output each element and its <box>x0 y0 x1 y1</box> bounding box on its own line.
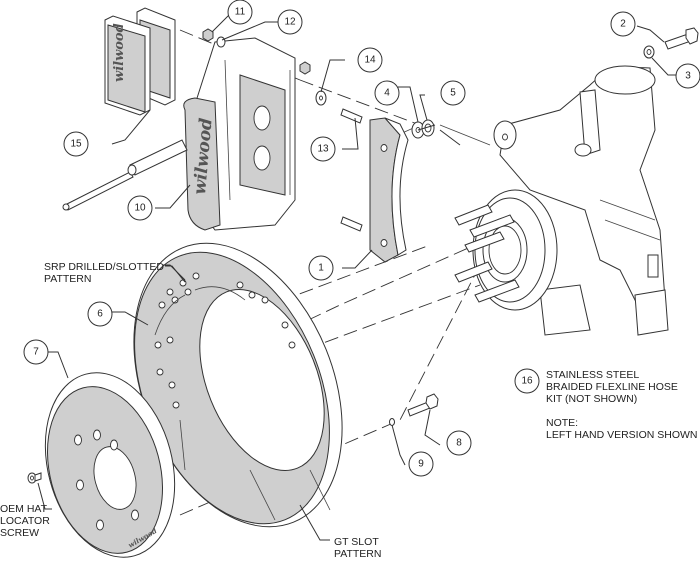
svg-text:SRP DRILLED/SLOTTED: SRP DRILLED/SLOTTED <box>44 261 164 273</box>
callout-8: 8 <box>446 430 472 456</box>
svg-text:7: 7 <box>33 347 39 358</box>
svg-text:11: 11 <box>235 7 246 18</box>
svg-text:9: 9 <box>418 459 424 470</box>
callout-3: 3 <box>675 63 700 89</box>
svg-text:PATTERN: PATTERN <box>44 273 91 285</box>
label-note: NOTE: LEFT HAND VERSION SHOWN <box>546 417 698 441</box>
svg-text:5: 5 <box>450 88 456 99</box>
svg-text:STAINLESS STEEL: STAINLESS STEEL <box>546 369 639 381</box>
srp-leader <box>165 265 186 283</box>
svg-text:OEM HAT: OEM HAT <box>0 503 48 515</box>
svg-text:6: 6 <box>97 309 103 320</box>
brake-pads: wilwood <box>104 7 176 116</box>
label-srp-pattern: SRP DRILLED/SLOTTED PATTERN <box>44 261 164 285</box>
svg-text:LEFT HAND VERSION SHOWN: LEFT HAND VERSION SHOWN <box>546 429 698 441</box>
svg-text:4: 4 <box>384 88 390 99</box>
caliper-bracket <box>369 117 409 263</box>
label-gt-slot-pattern: GT SLOT PATTERN <box>334 536 381 560</box>
svg-text:12: 12 <box>284 17 296 28</box>
callout-6: 6 <box>87 301 113 327</box>
svg-text:3: 3 <box>685 71 691 82</box>
callout-9: 9 <box>408 451 434 477</box>
callout-14: 14 <box>357 47 383 73</box>
label-hose-kit: STAINLESS STEEL BRAIDED FLEXLINE HOSE KI… <box>546 369 678 405</box>
svg-text:2: 2 <box>620 19 626 30</box>
svg-text:PATTERN: PATTERN <box>334 548 381 560</box>
callout-10: 10 <box>127 195 153 221</box>
svg-text:KIT (NOT SHOWN): KIT (NOT SHOWN) <box>546 393 637 405</box>
spindle-knuckle <box>493 65 669 336</box>
svg-text:GT SLOT: GT SLOT <box>334 536 379 548</box>
bracket-shims <box>411 119 435 139</box>
callout-2: 2 <box>610 11 636 37</box>
rotor-drill-holes <box>154 272 296 409</box>
svg-text:1: 1 <box>318 263 324 274</box>
caliper: wilwood <box>183 37 296 231</box>
rotor-hat: wilwood <box>44 372 176 558</box>
callout-7: 7 <box>23 339 49 365</box>
svg-text:10: 10 <box>134 203 146 214</box>
oem-hat-screw <box>27 472 42 484</box>
callout-12: 12 <box>277 9 303 35</box>
svg-text:SCREW: SCREW <box>0 527 39 539</box>
svg-text:LOCATOR: LOCATOR <box>0 515 50 527</box>
leader-lines <box>37 11 676 541</box>
pad-logo: wilwood <box>112 23 127 82</box>
label-oem-hat-screw: OEM HAT LOCATOR SCREW <box>0 503 50 539</box>
callout-4: 4 <box>374 80 400 106</box>
callout-11: 11 <box>227 0 253 25</box>
svg-text:16: 16 <box>521 376 533 387</box>
svg-text:NOTE:: NOTE: <box>546 417 578 429</box>
svg-text:8: 8 <box>456 438 462 449</box>
brake-rotor <box>133 242 343 528</box>
svg-text:13: 13 <box>317 144 329 155</box>
callout-1: 1 <box>308 255 334 281</box>
svg-text:BRAIDED FLEXLINE HOSE: BRAIDED FLEXLINE HOSE <box>546 381 678 393</box>
wheel-hub <box>454 189 558 311</box>
callout-15: 15 <box>63 131 89 157</box>
callout-13: 13 <box>310 136 336 162</box>
spindle-bolt <box>643 27 699 59</box>
hat-bolt <box>389 393 439 426</box>
svg-text:15: 15 <box>70 139 82 150</box>
callout-16: 16 <box>514 368 540 394</box>
svg-text:14: 14 <box>364 55 376 66</box>
pad-retainer-pin <box>62 139 188 211</box>
callout-5: 5 <box>440 80 466 106</box>
